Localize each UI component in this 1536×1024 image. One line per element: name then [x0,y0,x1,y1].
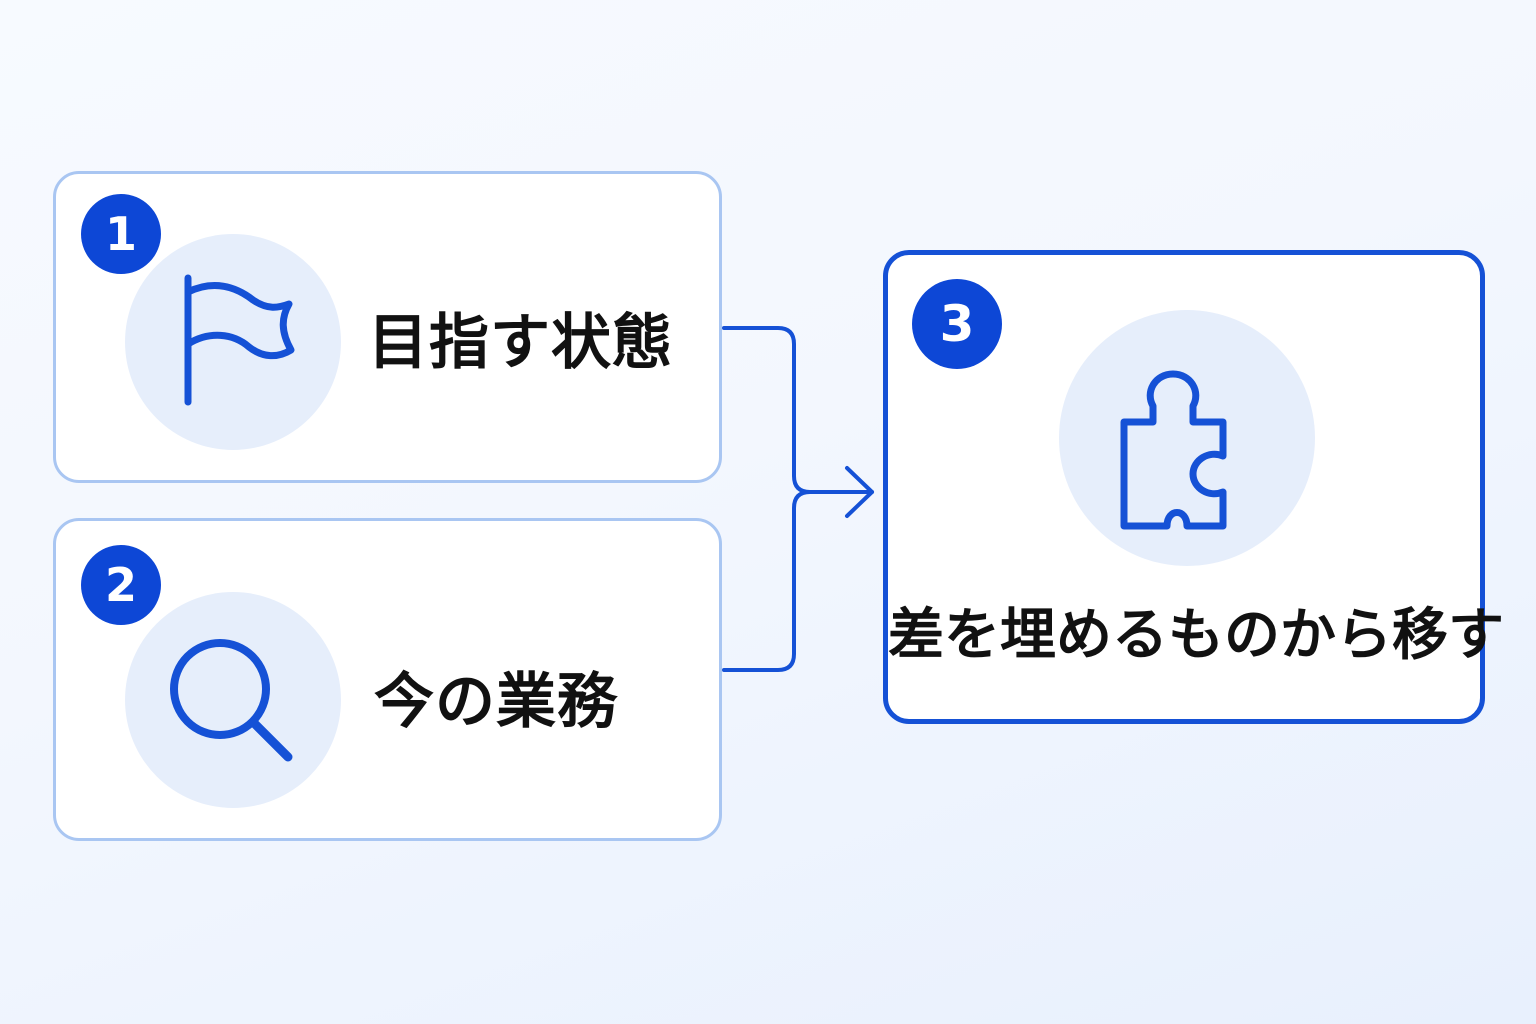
connector-line-from-step-1 [722,326,874,494]
step-card-3: 3 差を埋めるものから移す [883,250,1504,724]
search-icon [170,639,293,762]
arrow-head-icon [845,466,874,518]
flag-icon-circle [125,234,341,450]
step-number-badge-1: 1 [81,194,161,274]
step-label-2: 今の業務 [374,667,618,737]
step-number-badge-3: 3 [912,279,1002,369]
search-icon-circle [125,592,341,808]
step-number-badge-2: 2 [81,545,161,625]
puzzle-icon [1120,370,1227,530]
step-card-1: 1 目指す状態 [53,171,722,483]
puzzle-icon-circle [1059,310,1315,566]
step-label-1: 目指す状態 [368,308,673,378]
flag-icon [184,274,295,406]
step-label-3: 差を埋めるものから移す [888,603,1504,668]
step-card-2: 2 今の業務 [53,518,722,841]
connector-line-from-step-2 [722,490,812,672]
